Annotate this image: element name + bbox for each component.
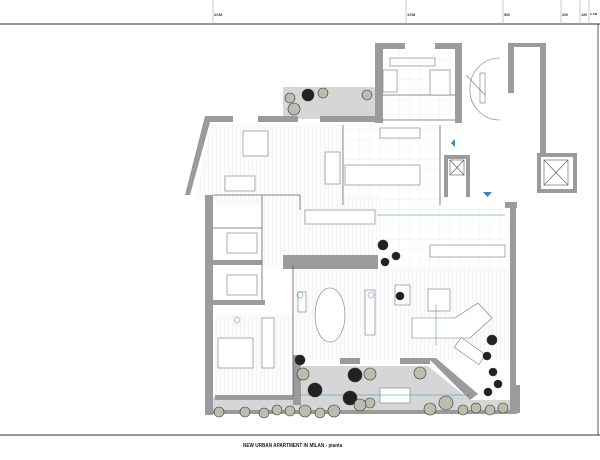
tree-icon — [482, 351, 492, 361]
tree-icon — [484, 404, 496, 416]
furniture — [217, 57, 506, 404]
tree-icon — [314, 407, 326, 419]
interior-partitions — [213, 94, 455, 397]
tree-icon — [395, 291, 405, 301]
tree-icon — [327, 404, 341, 418]
tree-icon — [284, 405, 296, 417]
scale-label-10m: 10M — [407, 12, 416, 17]
tree-icon — [423, 402, 437, 416]
tree-icon — [294, 354, 306, 366]
entrance-arrow-icon — [483, 192, 492, 197]
tree-icon — [483, 387, 493, 397]
tree-icon — [301, 88, 315, 102]
tree-icon — [271, 404, 283, 416]
sheet-frame — [0, 23, 600, 436]
tree-icon — [364, 397, 376, 409]
bedroom-left-floor — [196, 125, 343, 205]
tree-icon — [239, 406, 251, 418]
tree-icon — [457, 404, 469, 416]
tree-icon — [377, 239, 389, 251]
corridor-floor — [262, 195, 377, 265]
tree-icon — [347, 367, 363, 383]
tree-icon — [361, 89, 373, 101]
bottom-terrace — [205, 366, 515, 412]
scale-label-5m: 5M — [504, 12, 510, 17]
trees — [213, 87, 509, 419]
scale-label-1m: 1M — [581, 12, 587, 17]
tree-icon — [497, 402, 509, 414]
tree-icon — [213, 406, 225, 418]
top-terrace — [283, 87, 376, 119]
tree-icon — [486, 334, 498, 346]
scale-label-2m: 2M — [562, 12, 568, 17]
tree-icon — [307, 382, 323, 398]
tree-icon — [438, 395, 454, 411]
tree-icon — [391, 251, 401, 261]
scale-label-05m: 0.5M — [590, 12, 598, 16]
tree-icon — [413, 366, 427, 380]
tree-icon — [493, 379, 503, 389]
walls — [185, 43, 577, 415]
tree-icon — [488, 367, 498, 377]
elevator-shafts — [449, 159, 569, 186]
tree-icon — [317, 87, 329, 99]
tree-icon — [284, 92, 296, 104]
blue-lines — [233, 214, 505, 396]
tree-icon — [342, 390, 358, 406]
scale-bar-ticks — [212, 0, 590, 24]
tree-icon — [353, 398, 367, 412]
tree-icon — [258, 407, 270, 419]
scale-label-20m: 20M — [214, 12, 223, 17]
tree-icon — [363, 367, 377, 381]
tree-icon — [298, 404, 312, 418]
tree-icon — [380, 257, 390, 267]
tree-icon — [470, 402, 482, 414]
entrance-floor — [440, 125, 512, 205]
drawing-title: NEW URBAN APARTMENT IN MILAN - pianta — [243, 443, 343, 449]
entrance-arrow-icon — [451, 139, 455, 147]
tree-icon — [296, 367, 310, 381]
staircase — [465, 57, 501, 121]
tree-icon — [287, 102, 301, 116]
blue-markers — [451, 139, 492, 197]
